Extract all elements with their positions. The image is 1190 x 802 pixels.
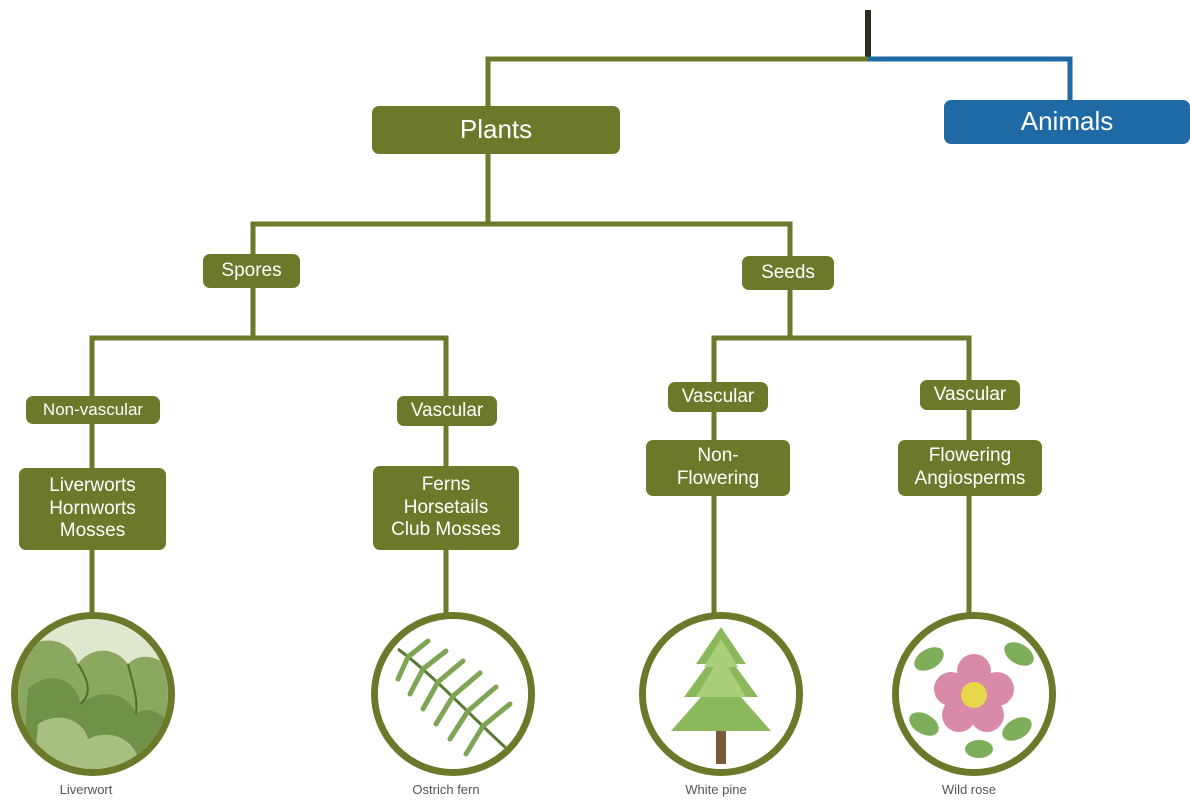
node-spores: Spores: [203, 254, 300, 288]
wild-rose-illustration: [892, 612, 1056, 776]
node-vascular-spores: Vascular: [397, 396, 497, 426]
edge-root-animals: [868, 56, 1073, 102]
pine-icon: [646, 619, 796, 769]
liverwort-icon: [18, 619, 168, 769]
fern-icon: [378, 619, 528, 769]
edge-seeds-split: [711, 335, 972, 387]
caption-ostrich-fern: Ostrich fern: [412, 782, 480, 797]
edge-plants-split: [250, 221, 793, 261]
node-non-vascular: Non-vascular: [26, 396, 160, 424]
node-vascular-nonflowering: Vascular: [668, 382, 768, 412]
node-seeds: Seeds: [742, 256, 834, 290]
white-pine-illustration: [639, 612, 803, 776]
caption-wild-rose: Wild rose: [941, 782, 997, 797]
node-vascular-flowering: Vascular: [920, 380, 1020, 410]
rose-icon: [899, 619, 1049, 769]
edge-root-plants: [485, 56, 871, 111]
node-non-flowering: Non- Flowering: [646, 440, 790, 496]
node-flowering: Flowering Angiosperms: [898, 440, 1042, 496]
node-ferns-group: Ferns Horsetails Club Mosses: [373, 466, 519, 550]
edge-spores-split: [89, 335, 449, 401]
node-plants: Plants: [372, 106, 620, 154]
liverwort-illustration: [11, 612, 175, 776]
ostrich-fern-illustration: [371, 612, 535, 776]
caption-liverwort: Liverwort: [59, 782, 113, 797]
node-liverworts-group: Liverworts Hornworts Mosses: [19, 468, 166, 550]
caption-white-pine: White pine: [685, 782, 747, 797]
node-animals: Animals: [944, 100, 1190, 144]
